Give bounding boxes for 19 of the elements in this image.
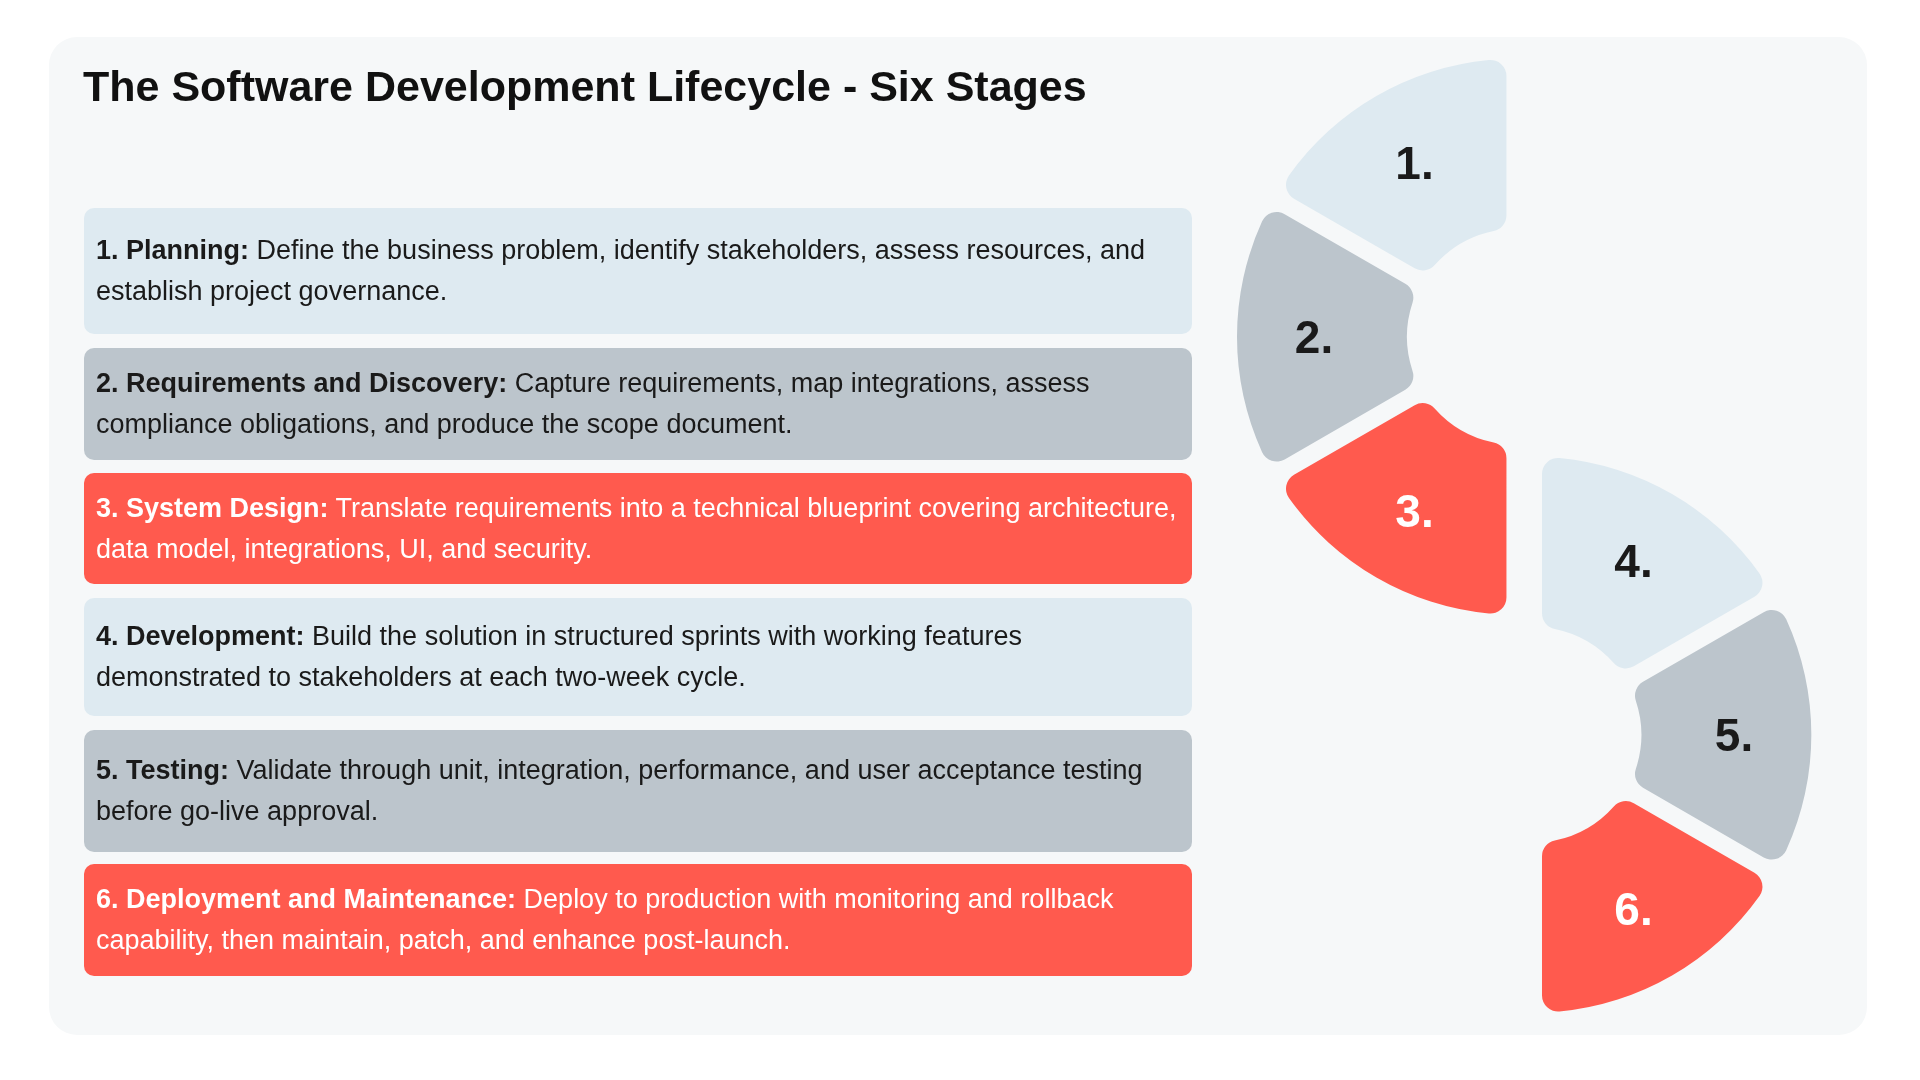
stage-number: 3.: [1395, 484, 1434, 539]
stage-number: 1.: [1395, 135, 1434, 190]
stage-card: [84, 864, 1192, 976]
stage-number: 2.: [1294, 310, 1334, 364]
title: The Software Development Lifecycle - Six Stages: [83, 62, 1087, 111]
stage-card: [84, 598, 1192, 716]
stage-description: 5. Testing: Validate through unit, integration, performance, and user acceptance testing before go-live approval.: [96, 754, 1144, 828]
stage-description: 3. System Design: Translate requirements into a technical blueprint covering architecture, data model, integrations, UI, and security.: [96, 491, 1178, 566]
stage-number: 4.: [1614, 533, 1653, 588]
stage-description: 4. Development: Build the solution in structured sprints with working features demonstrated to stakeholders at each two-week cycle.: [96, 620, 1023, 694]
stage-card: [84, 348, 1192, 460]
stage-description: 2. Requirements and Discovery: Capture requirements, map integrations, assess compliance obligations, and produce the scope document.: [96, 367, 1091, 441]
stage-number: 5.: [1714, 708, 1754, 762]
stage-card: [84, 473, 1192, 584]
stage-card: [84, 730, 1192, 852]
stage-card: [84, 208, 1192, 334]
stage-number: 6.: [1614, 882, 1653, 937]
stage-description: 6. Deployment and Maintenance: Deploy to production with monitoring and rollback capability, then maintain, patch, and enhance post-launch.: [96, 883, 1115, 957]
stage-description: 1. Planning: Define the business problem, identify stakeholders, assess resources, and establish project governance.: [96, 234, 1146, 308]
